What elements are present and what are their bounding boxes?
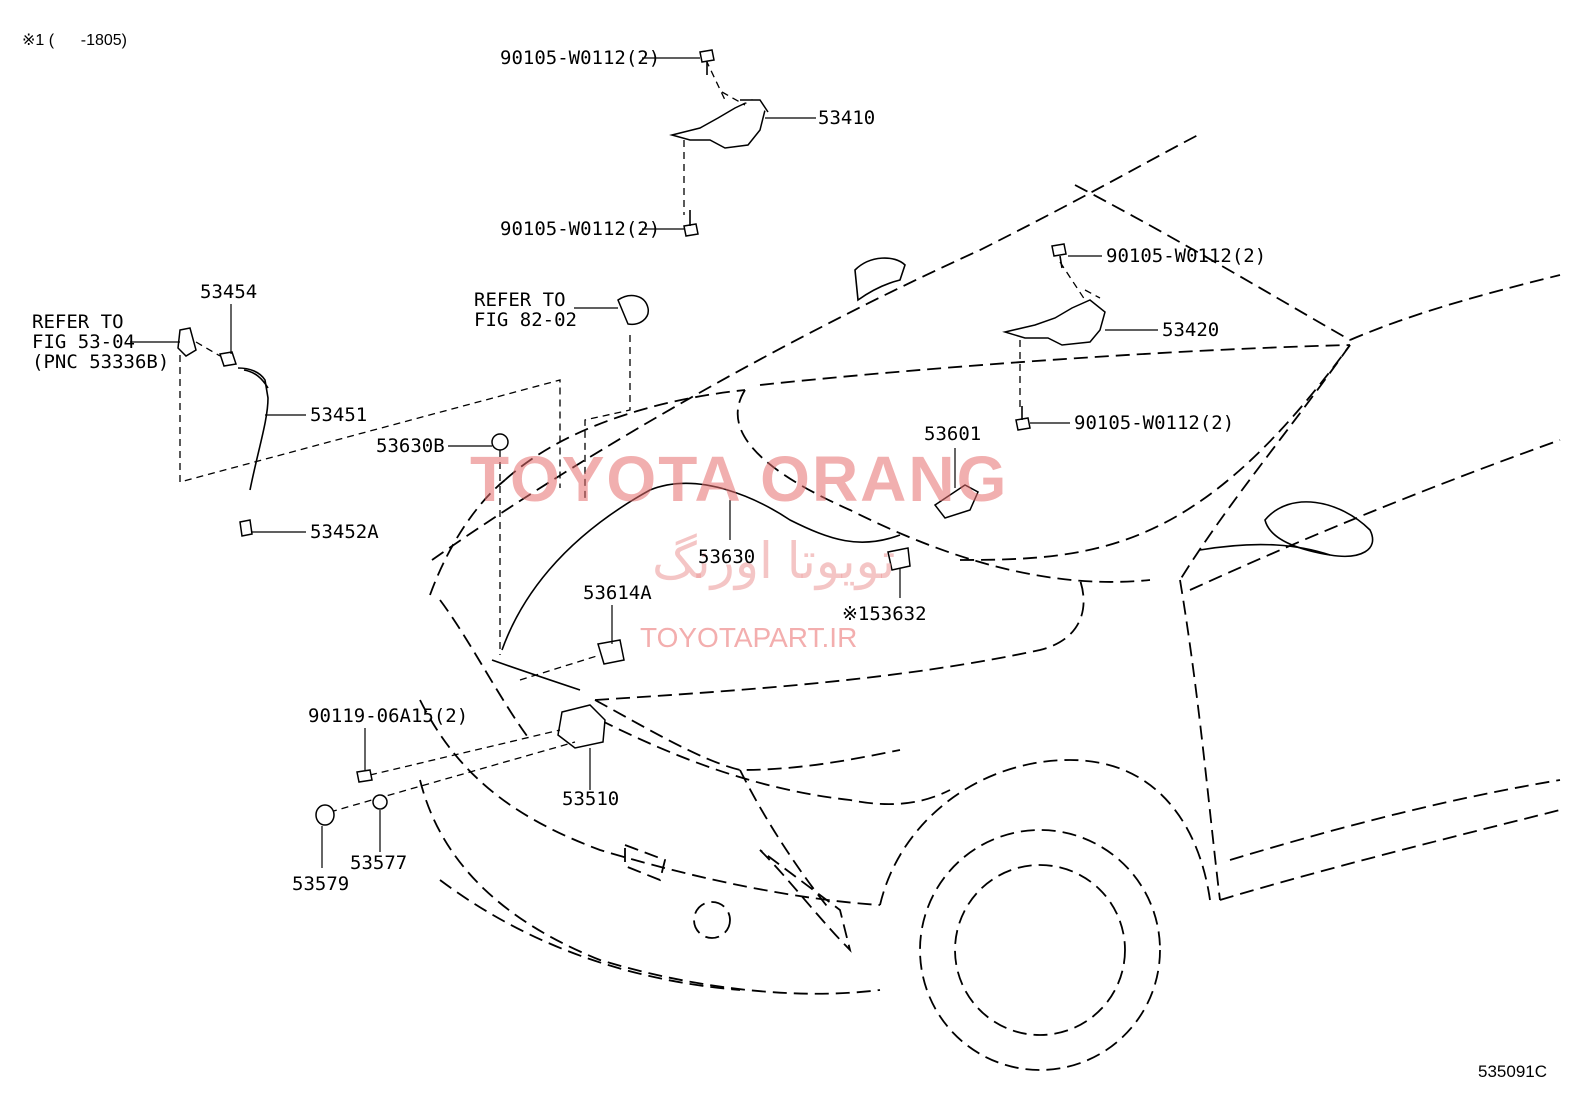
callout-bolt-top-lower: 90105-W0112(2) xyxy=(500,218,661,240)
callout-53452a: 53452A xyxy=(310,521,379,543)
callout-bolt-right-lower: 90105-W0112(2) xyxy=(1074,412,1235,434)
callout-53601: 53601 xyxy=(924,423,982,445)
leader-lines xyxy=(130,57,1158,868)
callout-53630b: 53630B xyxy=(376,435,445,457)
callout-53614a: 53614A xyxy=(583,582,652,604)
hood-release-cable-53630 xyxy=(491,294,901,691)
callout-53579: 53579 xyxy=(292,873,350,895)
callout-53510: 53510 xyxy=(562,788,620,810)
watermark-persian: تویوتا اورنگ xyxy=(652,533,896,589)
car-outline xyxy=(419,134,1561,1071)
figure-code: 535091C xyxy=(1478,1062,1548,1081)
hood-hinge-53420 xyxy=(1002,243,1106,431)
watermark-site: TOYOTAPART.IR xyxy=(640,622,858,653)
callout-53410: 53410 xyxy=(818,107,876,129)
callout-53577: 53577 xyxy=(350,852,408,874)
callout-53420: 53420 xyxy=(1162,319,1220,341)
callout-refer-fig-82: REFER TO FIG 82-02 xyxy=(474,289,577,331)
callout-bolt-top-upper: 90105-W0112(2) xyxy=(500,47,661,69)
callout-53451: 53451 xyxy=(310,404,368,426)
callout-53632: ※153632 xyxy=(842,603,927,625)
header-note: ※1 ( -1805) xyxy=(22,32,127,49)
clip-53614a xyxy=(519,639,625,681)
callout-bolt-right-upper: 90105-W0112(2) xyxy=(1106,245,1267,267)
watermark-main: TOYOTA ORANG xyxy=(470,443,1009,515)
callout-53454: 53454 xyxy=(200,281,258,303)
hood-support-rod-53451 xyxy=(177,327,561,537)
callout-refer-fig-53: REFER TO FIG 53-04 (PNC 53336B) xyxy=(32,311,170,373)
hood-hinge-53410 xyxy=(669,49,769,237)
callout-53630: 53630 xyxy=(698,546,756,568)
lever-53601 xyxy=(933,484,979,519)
clip-53632 xyxy=(887,547,911,571)
hood-latch-53510 xyxy=(315,704,606,826)
callout-bolt-latch: 90119-06A15(2) xyxy=(308,705,469,727)
